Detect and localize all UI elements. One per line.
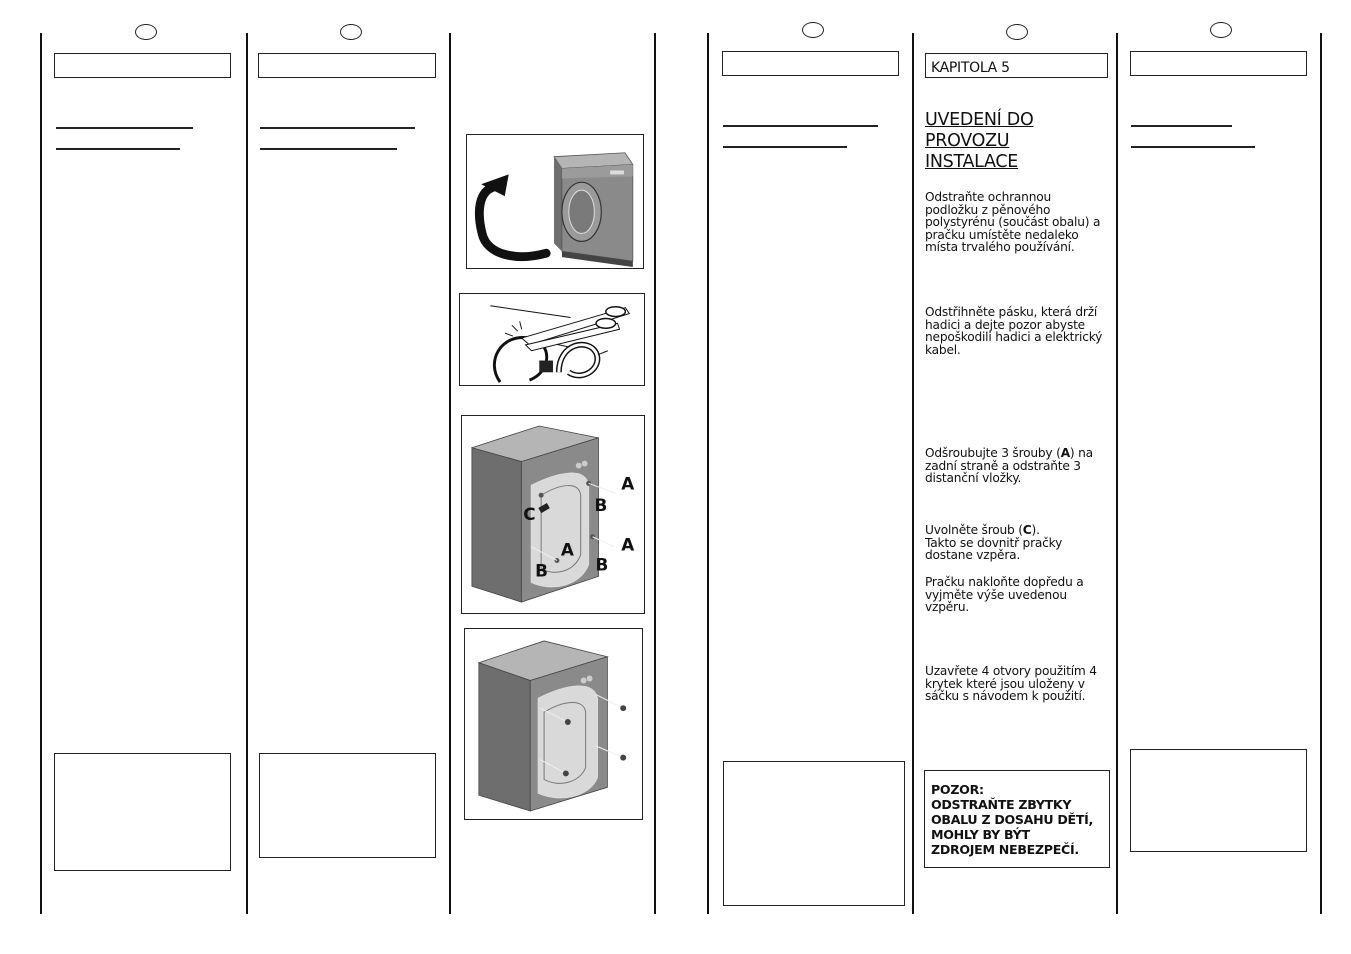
warning-box <box>1130 749 1307 852</box>
chapter-label: KAPITOLA 5 <box>931 60 1010 76</box>
section-title-line: UVEDENÍ DO <box>925 110 1034 130</box>
label-b: B <box>595 495 608 515</box>
label-b: B <box>535 560 548 580</box>
machine-covers-illustration <box>477 640 627 812</box>
language-oval <box>340 24 362 40</box>
column-divider <box>40 33 42 914</box>
title-underline <box>56 148 180 150</box>
figure-back-covers <box>464 628 643 820</box>
title-underline <box>723 125 878 127</box>
instruction-paragraph: Odstřihněte pásku, která drží hadici a d… <box>925 305 1103 357</box>
instruction-paragraph: Uzavřete 4 otvory použitím 4 krytek kter… <box>925 664 1097 703</box>
chapter-header-box <box>258 53 436 78</box>
section-title-line: PROVOZU <box>925 131 1010 151</box>
label-a: A <box>561 540 574 560</box>
warning-line: ODSTRAŇTE ZBYTKY <box>931 797 1072 812</box>
column-divider <box>1320 33 1322 914</box>
warning-line: POZOR: <box>931 782 984 797</box>
title-underline <box>56 127 193 129</box>
instruction-paragraph: Uvolněte šroub (C). Takto se dovnitř pra… <box>925 523 1063 562</box>
figure-cut-strap <box>459 293 645 386</box>
title-underline <box>723 146 847 148</box>
warning-box <box>259 753 436 858</box>
title-underline <box>260 127 415 129</box>
chapter-header-box <box>54 53 231 78</box>
warning-line: MOHLY BY BÝT <box>931 827 1030 842</box>
chapter-header-box <box>722 51 899 76</box>
label-c: C <box>523 504 535 524</box>
section-title-line: INSTALACE <box>925 152 1019 172</box>
instruction-paragraph: Odstraňte ochrannou podložku z pěnového … <box>925 190 1101 254</box>
section-title: UVEDENÍ DO PROVOZU INSTALACE <box>925 110 1105 173</box>
title-underline <box>1131 146 1255 148</box>
chapter-header-box: KAPITOLA 5 <box>925 53 1108 78</box>
language-oval <box>1006 24 1028 40</box>
label-a: A <box>621 535 634 555</box>
machine-back-illustration: A A A B B B C <box>470 425 634 603</box>
instruction-paragraph: Odšroubujte 3 šrouby (A) na zadní straně… <box>925 446 1093 485</box>
title-underline <box>260 148 397 150</box>
figure-remove-base <box>466 134 644 269</box>
warning-box <box>54 753 231 871</box>
warning-line: OBALU Z DOSAHU DĚTÍ, <box>931 812 1093 827</box>
language-oval <box>135 24 157 40</box>
label-a: A <box>621 473 634 493</box>
column-divider <box>912 33 914 914</box>
language-oval <box>802 22 824 38</box>
column-divider <box>654 33 656 914</box>
scissors-hose-illustration <box>490 305 631 383</box>
label-b: B <box>596 554 609 574</box>
instruction-paragraph: Pračku nakloňte dopředu a vyjměte výše u… <box>925 575 1084 614</box>
warning-line: ZDROJEM NEBEZPEČÍ. <box>931 842 1079 857</box>
figure-back-screws: A A A B B B C <box>461 415 645 614</box>
column-divider <box>1116 33 1118 914</box>
warning-box <box>723 761 905 906</box>
column-divider <box>449 33 451 914</box>
language-oval <box>1210 22 1232 38</box>
column-divider <box>707 33 709 914</box>
column-divider <box>246 33 248 914</box>
washing-machine-illustration <box>474 152 634 268</box>
title-underline <box>1131 125 1232 127</box>
warning-notice: POZOR: ODSTRAŇTE ZBYTKY OBALU Z DOSAHU D… <box>924 770 1110 868</box>
chapter-header-box <box>1130 51 1307 76</box>
